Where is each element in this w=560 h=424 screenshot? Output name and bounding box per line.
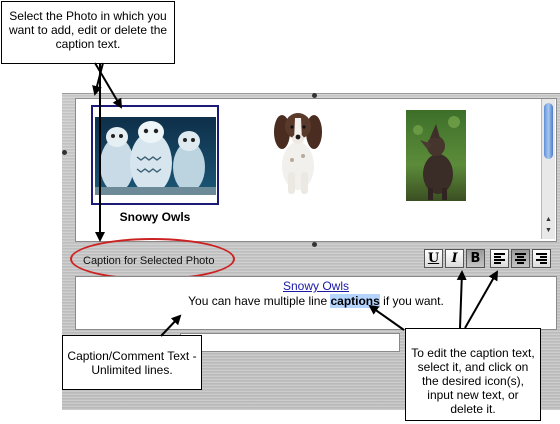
arrow-to-selected-photo [94, 62, 123, 109]
caption-text-editor[interactable]: Snowy Owls You can have multiple line ca… [75, 276, 557, 330]
arrow-to-selected-text [368, 304, 405, 331]
scroll-up-arrow-icon[interactable]: ▲ [545, 216, 552, 223]
scrollbar-thumb[interactable] [544, 103, 553, 159]
photo-puppy[interactable] [270, 108, 326, 196]
panel-divider-dot [62, 150, 67, 155]
caption-title-line: Snowy Owls [282, 279, 350, 293]
callout-select-photo: Select the Photo in which you want to ad… [1, 1, 175, 64]
italic-label: I [451, 251, 458, 266]
selected-photo-frame [91, 105, 219, 205]
callout-edit-caption: To edit the caption text, select it, and… [405, 328, 541, 421]
underline-label: U [427, 251, 440, 266]
caption-body-line: You can have multiple line captions if y… [76, 294, 556, 308]
arrow-to-align-button [464, 270, 498, 329]
caption-body-after: if you want. [379, 294, 444, 308]
align-right-button[interactable] [532, 249, 551, 268]
callout-caption-text: Caption/Comment Text - Unlimited lines. [62, 335, 202, 390]
panel-divider-dot [312, 93, 317, 98]
align-center-button[interactable] [511, 249, 530, 268]
align-center-icon [515, 253, 526, 265]
align-right-icon [536, 253, 547, 265]
scroll-down-arrow-icon[interactable]: ▼ [545, 227, 552, 234]
caption-selected-word: captions [330, 294, 380, 308]
caption-body-before: You can have multiple line [188, 294, 331, 308]
bold-button[interactable]: B [466, 249, 485, 268]
photo-wolf-pup[interactable] [406, 110, 466, 201]
panel-divider-dot [312, 242, 317, 247]
snowy-owls-image [95, 117, 216, 195]
arrow-to-italic-button [456, 270, 467, 329]
align-left-button[interactable] [490, 249, 509, 268]
bold-label: B [470, 251, 481, 266]
align-left-icon [494, 253, 505, 265]
underline-button[interactable]: U [424, 249, 443, 268]
puppy-image [274, 113, 322, 194]
photo-strip-scrollbar[interactable]: ▲ ▼ [541, 99, 555, 239]
arrow-to-editor [160, 314, 182, 337]
wolf-pup-image [406, 110, 466, 201]
selected-photo-name: Snowy Owls [119, 210, 191, 224]
caption-label: Caption for Selected Photo [83, 255, 215, 267]
italic-button[interactable]: I [445, 249, 464, 268]
photo-snowy-owls[interactable] [95, 117, 216, 195]
